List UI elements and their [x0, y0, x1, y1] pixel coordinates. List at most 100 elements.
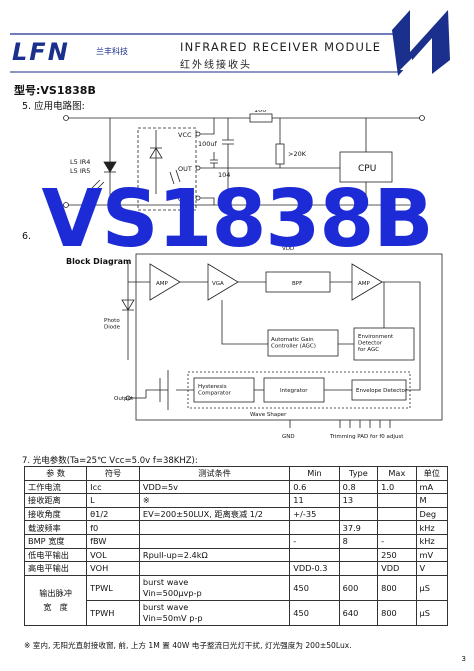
cell: Deg: [415, 506, 449, 522]
cell: 13: [338, 493, 379, 508]
pin-label-vcc: VCC: [178, 131, 192, 139]
cell: 0.6: [289, 479, 340, 495]
output-transistor-icon: [145, 370, 169, 410]
col-max: Max: [377, 466, 417, 481]
amp1-label: AMP: [156, 281, 169, 287]
ir-led-icon: [103, 161, 117, 173]
block-diagram-title: Block Diagram: [66, 257, 131, 266]
table-row: 工作电流 Icc VDD=5v 0.6 0.8 1.0 mA: [23, 479, 449, 495]
cell: mA: [415, 479, 449, 495]
table-row: 高电平输出 VOH VDD-0.3 VDD V: [23, 561, 449, 576]
resistor-100-icon: [249, 113, 273, 123]
cell: 0.8: [338, 479, 379, 495]
cell: TPWL: [86, 574, 140, 601]
output-label: Output: [114, 396, 134, 402]
cell: VDD: [377, 561, 417, 576]
cell: kHz: [415, 520, 449, 535]
cell: VDD=5v: [138, 479, 291, 495]
cell: 600: [338, 574, 379, 601]
rail-terminal-icon: [419, 115, 425, 121]
hyst-comparator-block: [193, 377, 255, 403]
ir-label-2: L5 IR5: [70, 167, 90, 175]
footnote: ※ 室内, 无阳光直射接收窗, 前, 上方 1M 置 40W 电子整流日光灯干扰…: [24, 641, 352, 650]
cell: VDD-0.3: [289, 561, 340, 576]
cell: 接收距离: [23, 493, 88, 508]
cpu-label: CPU: [358, 164, 376, 174]
cell: 640: [338, 599, 379, 626]
module-title: INFRARED RECEIVER MODULE: [180, 40, 382, 54]
cell: burst wave Vin=50mV p-p: [138, 599, 291, 626]
cell: ※: [138, 493, 291, 508]
cell: TPWH: [86, 599, 140, 626]
table-header-row: 参 数 符号 测试条件 Min Type Max 单位: [23, 466, 449, 481]
cell: 11: [289, 493, 340, 508]
cell: 450: [289, 574, 340, 601]
application-circuit: L5 IR4 L5 IR5 VCC OUT GND 100uf 100 104 …: [63, 110, 425, 211]
res104-label: 104: [218, 171, 230, 179]
table-row: 接收角度 θ1/2 EV=200±50LUX, 距离衰减 1/2 +/-35 D…: [23, 506, 449, 522]
section-app-circuit: 5. 应用电路图:: [22, 101, 85, 112]
cap-label: 100uf: [198, 140, 218, 148]
n-logo-icon: [392, 10, 450, 76]
model-label: 型号:VS1838B: [14, 84, 96, 97]
vga-label: VGA: [212, 281, 224, 287]
col-type: Type: [338, 466, 379, 481]
cap-104-icon: [210, 152, 218, 168]
parameter-table: 参 数 符号 测试条件 Min Type Max 单位 工作电流 Icc VDD…: [23, 466, 449, 626]
cell: f0: [86, 520, 140, 535]
cell: VOL: [86, 547, 140, 563]
cell: [338, 561, 379, 576]
cell: [289, 520, 340, 535]
block-outline: [135, 253, 443, 421]
page-number: 3: [461, 655, 466, 663]
cell: μS: [415, 599, 449, 626]
pin-out: [195, 165, 201, 171]
table-row: BMP 宽度 fBW - 8 - kHz: [23, 533, 449, 549]
cell: [338, 506, 379, 522]
trim-label: Trimming PAD for f0 adjust: [329, 434, 404, 440]
amp2-label: AMP: [358, 281, 371, 287]
model-watermark: VS1838B: [41, 173, 433, 265]
section-block-diagram: 6.: [22, 231, 32, 242]
cell: 接收角度: [23, 506, 88, 522]
wave-shaper-label: Wave Shaper: [250, 412, 287, 418]
col-symbol: 符号: [86, 466, 140, 481]
pin-label-out: OUT: [178, 165, 192, 173]
module-title-cn: 红外线接收头: [180, 60, 252, 71]
ir-emission-icon: [91, 179, 105, 191]
pulse-param-cell: 输出脉冲 宽 度: [23, 574, 88, 626]
pin-label-gnd: GND: [178, 195, 193, 203]
brand-logo: LFN: [12, 38, 70, 66]
cell: 载波频率: [23, 520, 88, 535]
cell: VOH: [86, 561, 140, 576]
light-arrow-icon: [169, 169, 181, 185]
bpf-label: BPF: [292, 281, 302, 287]
cell: 450: [289, 599, 340, 626]
rail-terminal-icon: [63, 202, 69, 208]
cell: M: [415, 493, 449, 508]
integrator-label: Integrator: [280, 388, 308, 394]
header-graphics: [10, 10, 450, 76]
cell: Rpull-up=2.4kΩ: [138, 547, 291, 563]
cell: μS: [415, 574, 449, 601]
table-row: 载波频率 f0 37.9 kHz: [23, 520, 449, 535]
page-header: LFN 兰丰科技 INFRARED RECEIVER MODULE 红外线接收头: [0, 0, 474, 78]
cell: -: [289, 533, 340, 549]
cell: L: [86, 493, 140, 508]
cell: [377, 506, 417, 522]
integrator-block: [263, 377, 325, 403]
capacitor-icon: [222, 118, 234, 205]
pin-vcc: [195, 131, 201, 137]
brand-logo-cn: 兰丰科技: [96, 47, 128, 56]
table-row: 低电平输出 VOL Rpull-up=2.4kΩ 250 mV: [23, 547, 449, 563]
table-row: TPWH burst wave Vin=50mV p-p 450 640 800…: [25, 599, 449, 626]
cell: V: [415, 561, 449, 576]
col-condition: 测试条件: [138, 466, 291, 481]
rail-terminal-icon: [63, 115, 69, 121]
cell: fBW: [86, 533, 140, 549]
envelope-label: Envelope Detector: [356, 388, 408, 394]
